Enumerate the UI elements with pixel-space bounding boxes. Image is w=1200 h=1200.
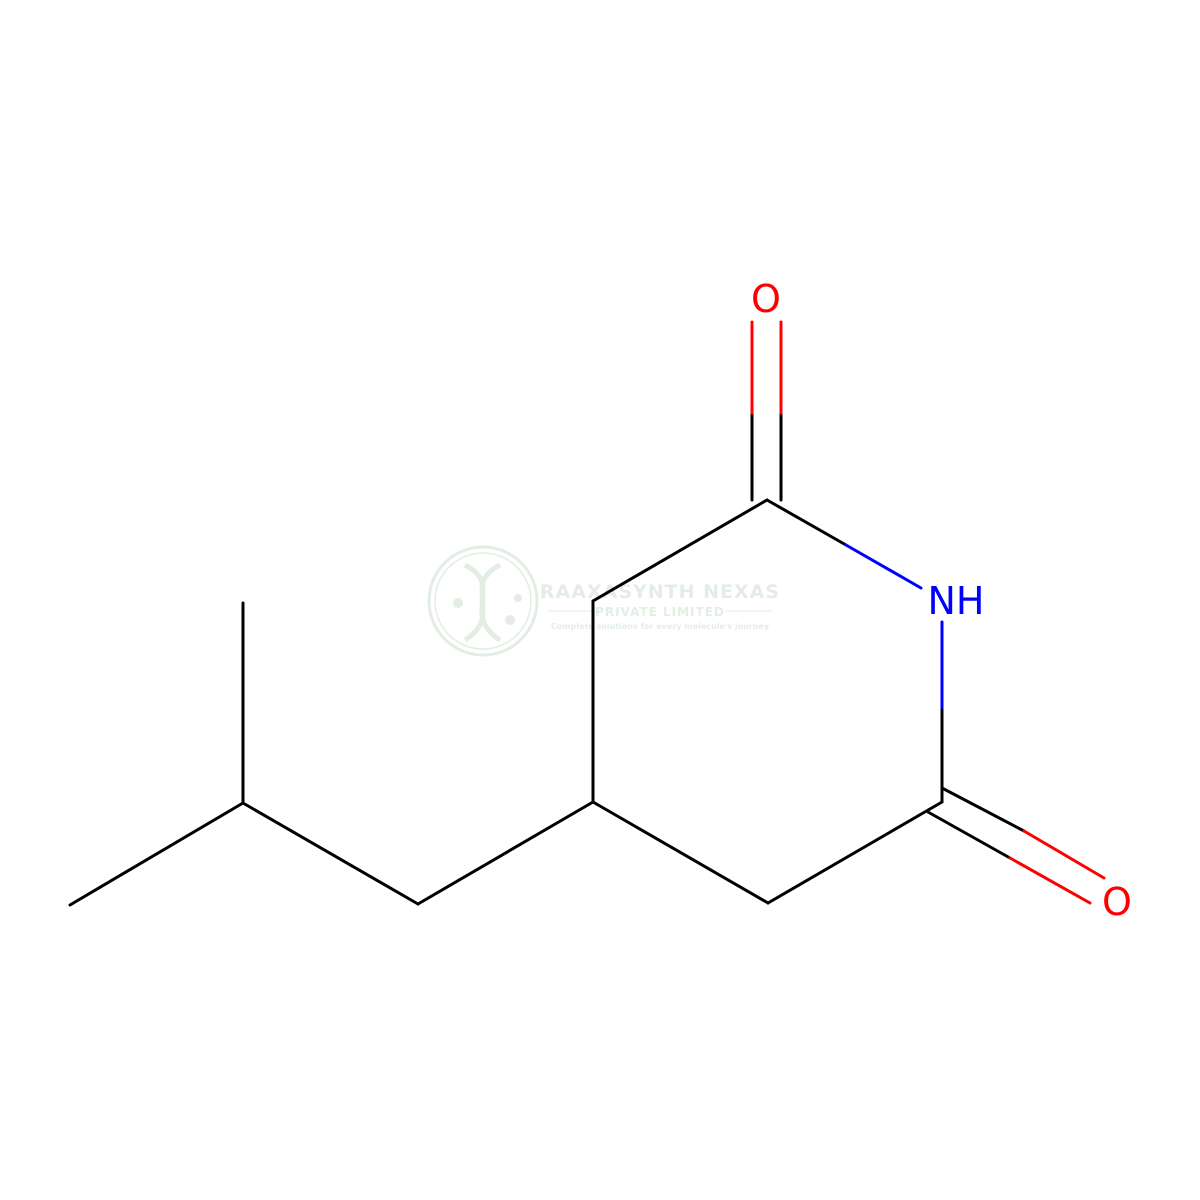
bond-ring-c6-c5	[766, 800, 944, 905]
bond-ring-c3-c2	[591, 498, 769, 603]
bond-ch-ch2	[241, 801, 420, 906]
bond-ring-c2-n-blue	[844, 543, 923, 590]
bond-ch2-ring	[416, 800, 595, 906]
bond-right-co-lower-red	[1008, 856, 1092, 905]
bonds	[68, 320, 1106, 907]
bond-ring-c2-n-black	[765, 498, 848, 547]
atom-label-nh: NH	[928, 579, 985, 623]
atom-label-oxygen-right: O	[1102, 880, 1132, 924]
watermark-tagline: Complete solutions for every molecule's …	[551, 622, 770, 631]
bond-methyl-left	[68, 801, 245, 907]
bond-right-co-lower-black	[926, 810, 1012, 860]
watermark: RAAXASYNTH NEXAS PRIVATE LIMITED Complet…	[427, 545, 780, 657]
watermark-title: RAAXASYNTH NEXAS	[540, 581, 780, 603]
watermark-subtitle: PRIVATE LIMITED	[595, 605, 725, 619]
bond-right-co-upper-red	[1022, 829, 1106, 880]
atom-label-oxygen-top: O	[751, 277, 781, 321]
atom-labels: O NH O	[751, 277, 1132, 924]
bond-right-co-upper-black	[940, 786, 1026, 833]
bond-ring-c5-c4	[591, 800, 770, 905]
watermark-logo-icon	[427, 545, 539, 657]
